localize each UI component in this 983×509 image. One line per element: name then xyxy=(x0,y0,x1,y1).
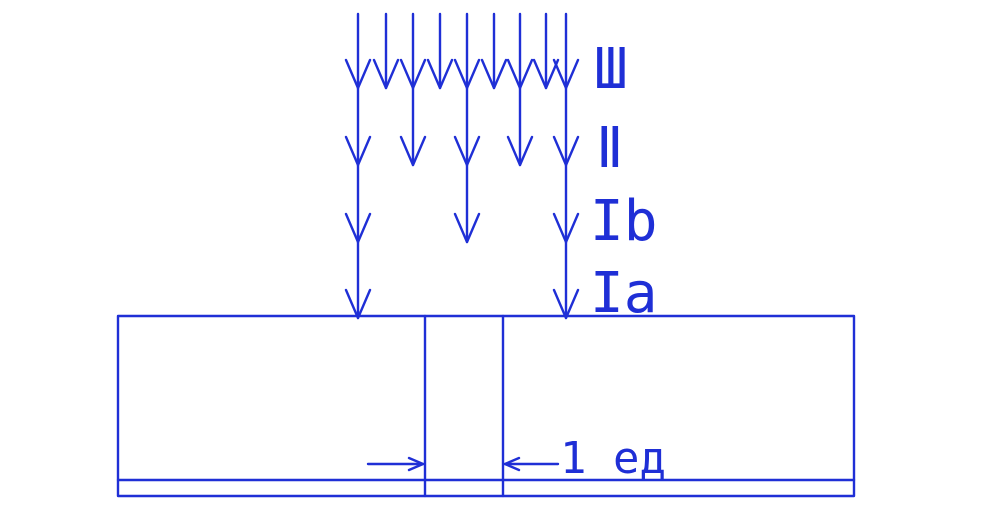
arrow-head-iii-3 xyxy=(426,58,454,90)
arrow-head-ii-1 xyxy=(399,135,427,167)
block-structure xyxy=(116,314,856,498)
arrows-level-ia xyxy=(344,240,580,320)
arrows-level-iii xyxy=(344,12,580,90)
arrow-head-iii-5 xyxy=(480,58,508,90)
level-label-ii: Ⅱ xyxy=(596,116,624,181)
arrow-head-ib-1 xyxy=(453,212,481,244)
right-block xyxy=(501,314,856,498)
arrow-head-ia-1 xyxy=(552,288,580,320)
level-label-iii: Ш xyxy=(594,37,628,102)
gap-arrow-right-head xyxy=(503,456,521,472)
gap-indicator xyxy=(366,456,560,472)
arrows-level-ii xyxy=(344,86,580,167)
gap-label: 1 ед xyxy=(560,433,666,484)
arrow-head-ii-3 xyxy=(506,135,534,167)
arrow-head-iii-1 xyxy=(372,58,400,90)
level-label-ib: Ib xyxy=(590,189,657,254)
left-block xyxy=(116,314,427,498)
arrow-head-ia-0 xyxy=(344,288,372,320)
arrow-head-iii-7 xyxy=(532,58,560,90)
level-label-ia: Ia xyxy=(590,261,657,326)
arrows-level-ib xyxy=(344,163,580,244)
gap-arrow-left-head xyxy=(407,456,425,472)
